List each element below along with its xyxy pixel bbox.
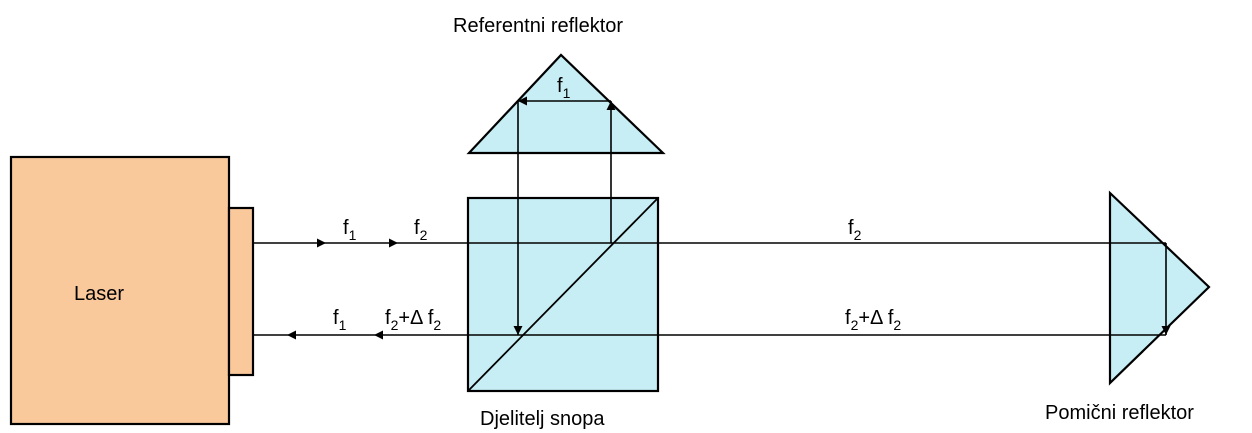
reference-reflector [466, 53, 666, 155]
return-f1-label: f1 [333, 307, 347, 333]
beam-splitter-label: Djelitelj snopa [480, 408, 605, 430]
outgoing-f2-label: f2 [414, 217, 428, 243]
return-right-label: f2+Δ f2 [845, 307, 901, 333]
beam-splitter-diagonal [468, 198, 658, 391]
laser-aperture [227, 206, 255, 377]
measure-f2-label: f2 [848, 217, 862, 243]
reference-reflector-label: Referentni reflektor [453, 15, 623, 37]
outgoing-f1-label: f1 [343, 217, 357, 243]
laser-label: Laser [74, 283, 124, 305]
reference-f1-label: f1 [557, 75, 571, 101]
moving-reflector-label: Pomični reflektor [1045, 402, 1194, 424]
return-left-label: f2+Δ f2 [385, 307, 441, 333]
moving-reflector [1108, 190, 1211, 386]
laser-body [9, 155, 231, 426]
